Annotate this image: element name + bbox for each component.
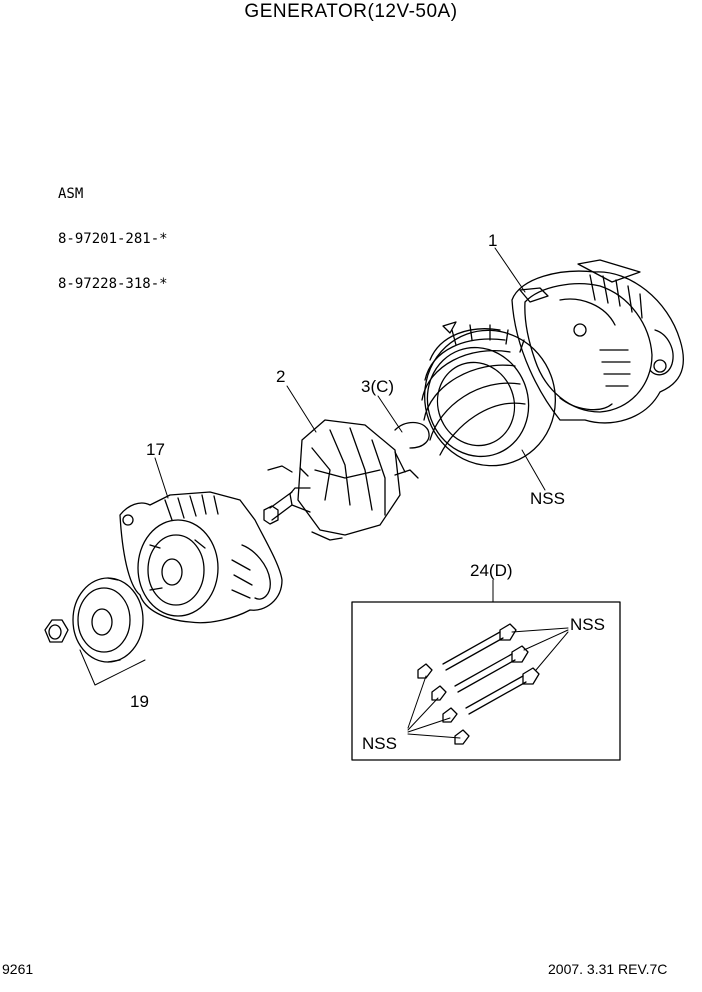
callout-nss-nuts: NSS xyxy=(362,734,397,753)
callout-17: 17 xyxy=(146,440,165,459)
revision-date: 2007. 3.31 REV.7C xyxy=(548,961,668,977)
callout-19: 19 xyxy=(130,692,149,711)
assembly-block: ASM 8-97201-281-* 8-97228-318-* xyxy=(58,157,168,307)
assembly-label: ASM xyxy=(58,186,84,202)
assembly-number-1: 8-97201-281-* xyxy=(58,231,168,247)
callout-2: 2 xyxy=(276,367,286,386)
pulley-and-nut-part-19 xyxy=(44,577,144,663)
rear-housing-part-1 xyxy=(511,259,685,424)
rotor-part-2 xyxy=(263,419,430,541)
leader-lines xyxy=(79,247,569,739)
bolt-kit-box-part-24 xyxy=(351,601,621,761)
callout-3c: 3(C) xyxy=(361,377,395,396)
callout-1: 1 xyxy=(488,231,498,250)
callout-nss-stator: NSS xyxy=(530,489,565,508)
callout-24d: 24(D) xyxy=(470,561,513,580)
front-housing-part-17 xyxy=(119,491,283,624)
callout-nss-bolts: NSS xyxy=(570,615,605,634)
page-number: 9261 xyxy=(2,961,34,977)
stator-assembly xyxy=(421,321,557,467)
assembly-number-2: 8-97228-318-* xyxy=(58,276,168,292)
page-title: GENERATOR(12V-50A) xyxy=(244,1,458,22)
